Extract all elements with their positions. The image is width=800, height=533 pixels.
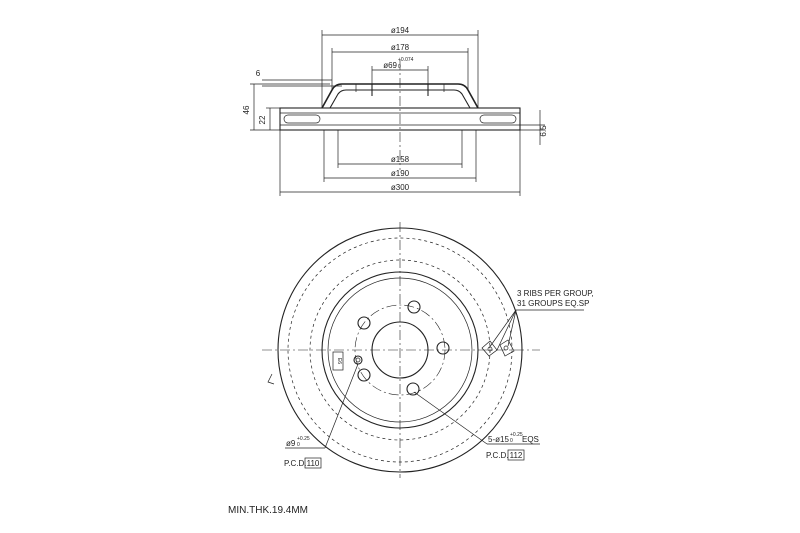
witness-mark [267,373,275,385]
bolt-pcd-value: 112 [510,451,523,460]
small-hole-pcd-box [304,457,322,469]
bolt-holes-tol-lower: 0 [510,438,513,444]
bolt-hole-4 [357,368,371,382]
dim-22-text: 22 [258,115,267,124]
rib-marker-2 [503,345,509,351]
friction-inner-circle [309,259,491,441]
locating-hole-leader [324,363,359,449]
locating-hole [353,355,363,365]
small-hole-pcd-value: 110 [307,459,320,468]
dim-69-tol-upper: +0.074 [398,57,414,63]
dim-178-text: ø178 [391,43,410,52]
dim-190-text: ø190 [391,169,410,178]
bolt-hole-5 [357,316,371,330]
side-tag-box [332,351,344,371]
hat-outer-circle [321,271,479,429]
rib-leader-3 [507,309,517,347]
dim-46-text: 46 [242,105,251,114]
friction-outer-circle [287,237,513,463]
outer-edge-circle [277,227,523,473]
rib-leader-2 [496,309,517,351]
bolt-holes-suffix: EQS [522,435,539,444]
small-hole-tol-lower: 0 [297,442,300,448]
hat-inner-profile [329,89,471,109]
bolt-hole-3 [406,382,420,396]
front-view: E6 3 RIBS PER GROUP, 31 GROUPS EQ.SP ø9 … [262,222,594,478]
bolt-holes-tol-upper: +0.25 [510,432,523,438]
bolt-hole-2 [436,341,450,355]
locating-hole-inner [355,357,361,363]
rib-leader-1 [488,309,517,349]
bolt-pcd-label: P.C.D. [486,451,509,460]
rib-note-line1: 3 RIBS PER GROUP, [517,289,594,298]
small-hole-pcd-label: P.C.D. [284,459,307,468]
dim-6-text: 6 [256,69,261,78]
bolt-pcd-box [507,449,525,461]
dim-65-text: 6.5 [539,125,548,137]
bolt-holes-label: 5-ø15 [488,435,509,444]
small-hole-label: ø9 [286,439,296,448]
pcd-circle [354,304,446,396]
dim-300-text: ø300 [391,183,410,192]
side-view: ø194 ø178 ø69 +0.074 0 6 46 22 6.5 ø158 … [242,26,548,196]
vent-slot-left [283,114,321,124]
rotor-plate [279,107,521,131]
hat-inner-circle [327,277,473,423]
dim-69-text: ø69 [383,61,397,70]
bolt-hole-leader [413,391,488,445]
hat-outer-profile [321,83,479,109]
dim-194-text: ø194 [391,26,410,35]
dim-158-text: ø158 [391,155,410,164]
rib-shape-1 [481,340,498,357]
center-bore-circle [371,321,429,379]
rib-note-line2: 31 GROUPS EQ.SP [517,299,589,308]
small-hole-tol-upper: +0.25 [297,436,310,442]
min-thickness-note: MIN.THK.19.4MM [228,505,308,516]
rib-shape-2 [499,339,515,357]
bolt-hole-1 [407,300,421,314]
vent-slot-right [479,114,517,124]
dim-69-tol-lower: 0 [398,64,401,70]
side-tag-text: E6 [336,358,342,364]
